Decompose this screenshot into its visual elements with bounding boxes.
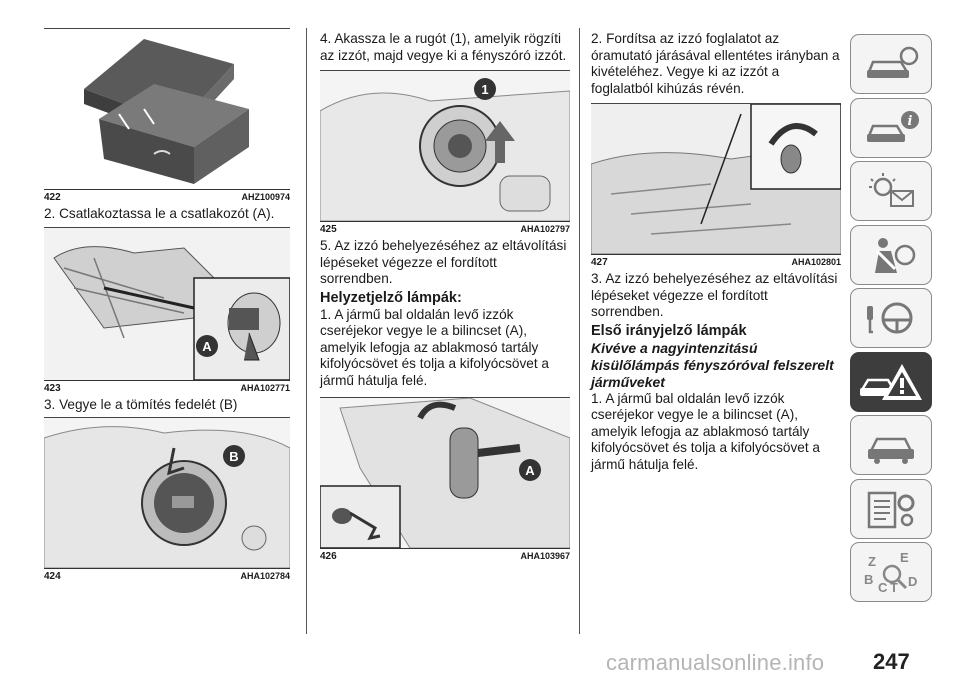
section-heading: Első irányjelző lámpák <box>591 322 747 339</box>
figure-caption: 424 AHA102784 <box>44 571 290 582</box>
breakdown-warning-icon <box>859 363 922 400</box>
car-dashboard-icon <box>867 46 919 78</box>
figure-rule <box>44 417 290 418</box>
callout-label-B: B <box>229 449 238 464</box>
svg-text:i: i <box>908 114 913 129</box>
callout-label-A: A <box>525 463 535 478</box>
figure-425: 1 <box>320 71 570 222</box>
step-text: 4. Akassza le a rugót (1), amelyik rögzí… <box>320 31 567 63</box>
watermark: carmanualsonline.info <box>606 650 825 675</box>
section-subheading: Kivéve a nagyintenzitású kisülőlámpás fé… <box>591 339 834 390</box>
figure-caption: 427 AHA102801 <box>591 257 841 268</box>
index-letter: C <box>878 580 888 594</box>
figure-caption: 422 AHZ100974 <box>44 192 290 203</box>
callout-label-1: 1 <box>481 82 488 97</box>
column-1: 422 AHZ100974 2. Csatlakoztassa le a csa… <box>44 28 290 585</box>
figure-code: AHA103967 <box>520 551 570 561</box>
figure-427 <box>591 104 841 255</box>
bulb-socket-illustration <box>591 104 841 254</box>
figure-code: AHA102771 <box>240 382 290 393</box>
figure-caption: 426 AHA103967 <box>320 551 570 562</box>
airbag-seatbelt-icon <box>875 237 916 273</box>
step-text: 1. A jármű bal oldalán levő izzók cseréj… <box>320 306 549 388</box>
tab-starting-driving[interactable] <box>850 288 932 348</box>
car-info-icon: i <box>867 110 919 142</box>
figure-code: AHA102797 <box>520 224 570 234</box>
seal-cover-illustration: B <box>44 418 290 568</box>
tab-emergency[interactable] <box>850 351 932 412</box>
figure-rule <box>320 70 570 71</box>
step-text: 2. Csatlakoztassa le a csatlakozót (A). <box>44 206 275 221</box>
figure-424: B <box>44 418 290 569</box>
column-divider <box>579 28 580 634</box>
figure-number: 427 <box>591 257 608 268</box>
tab-index[interactable]: Z E B C T D <box>850 542 932 602</box>
figure-426: A <box>320 398 570 549</box>
step-text: 2. Fordítsa az izzó foglalatot az óramut… <box>591 31 840 96</box>
car-service-icon <box>868 437 914 464</box>
figure-code: AHA102801 <box>791 257 841 267</box>
figure-number: 424 <box>44 571 61 582</box>
fuse-box-illustration <box>44 29 290 189</box>
tab-maintenance[interactable] <box>850 415 932 475</box>
page-number: 247 <box>873 649 910 674</box>
tab-safety[interactable] <box>850 224 932 285</box>
tab-warning-lights[interactable] <box>850 161 932 221</box>
figure-rule <box>320 397 570 398</box>
figure-rule <box>44 226 290 228</box>
callout-label-A: A <box>202 339 212 354</box>
figure-423: A <box>44 227 290 381</box>
step-text: 5. Az izzó behelyezéséhez az eltávolítás… <box>320 238 567 286</box>
figure-number: 426 <box>320 551 337 562</box>
column-2: 4. Akassza le a rugót (1), amelyik rögzí… <box>320 31 570 565</box>
figure-number: 422 <box>44 192 61 203</box>
figure-caption: 425 AHA102797 <box>320 224 570 235</box>
tab-dashboard[interactable] <box>850 34 932 94</box>
figure-number: 423 <box>44 382 61 394</box>
index-letter: B <box>864 572 873 587</box>
figure-caption: 423 AHA102771 <box>44 383 290 394</box>
step-text: 1. A jármű bal oldalán levő izzók cseréj… <box>591 390 820 472</box>
tab-technical-specs[interactable] <box>850 478 932 539</box>
section-heading: Helyzetjelző lámpák: <box>320 289 462 306</box>
index-letter: D <box>908 574 917 589</box>
column-divider <box>306 28 307 634</box>
figure-rule <box>44 28 290 29</box>
step-text: 3. Az izzó behelyezéséhez az eltávolítás… <box>591 271 838 319</box>
column-3: 2. Fordítsa az izzó foglalatot az óramut… <box>591 31 841 473</box>
warning-light-mail-icon <box>869 173 914 207</box>
figure-code: AHZ100974 <box>241 192 290 202</box>
washer-clip-illustration: A <box>320 398 570 548</box>
specs-gear-icon <box>867 491 915 528</box>
connector-illustration: A <box>44 227 290 380</box>
step-text: 3. Vegye le a tömítés fedelét (B) <box>44 396 238 412</box>
figure-code: AHA102784 <box>240 571 290 581</box>
index-letter: T <box>890 580 898 594</box>
alphabet-index-icon: Z E B C T D <box>864 550 917 594</box>
index-letter: Z <box>868 554 876 569</box>
chapter-tabs: i <box>850 34 934 606</box>
tab-car-info[interactable]: i <box>850 97 932 158</box>
bulb-spring-illustration: 1 <box>320 71 570 221</box>
key-steering-wheel-icon <box>867 302 913 334</box>
figure-422 <box>44 29 290 190</box>
figure-number: 425 <box>320 224 337 235</box>
index-letter: E <box>900 550 909 565</box>
figure-rule <box>591 103 841 104</box>
